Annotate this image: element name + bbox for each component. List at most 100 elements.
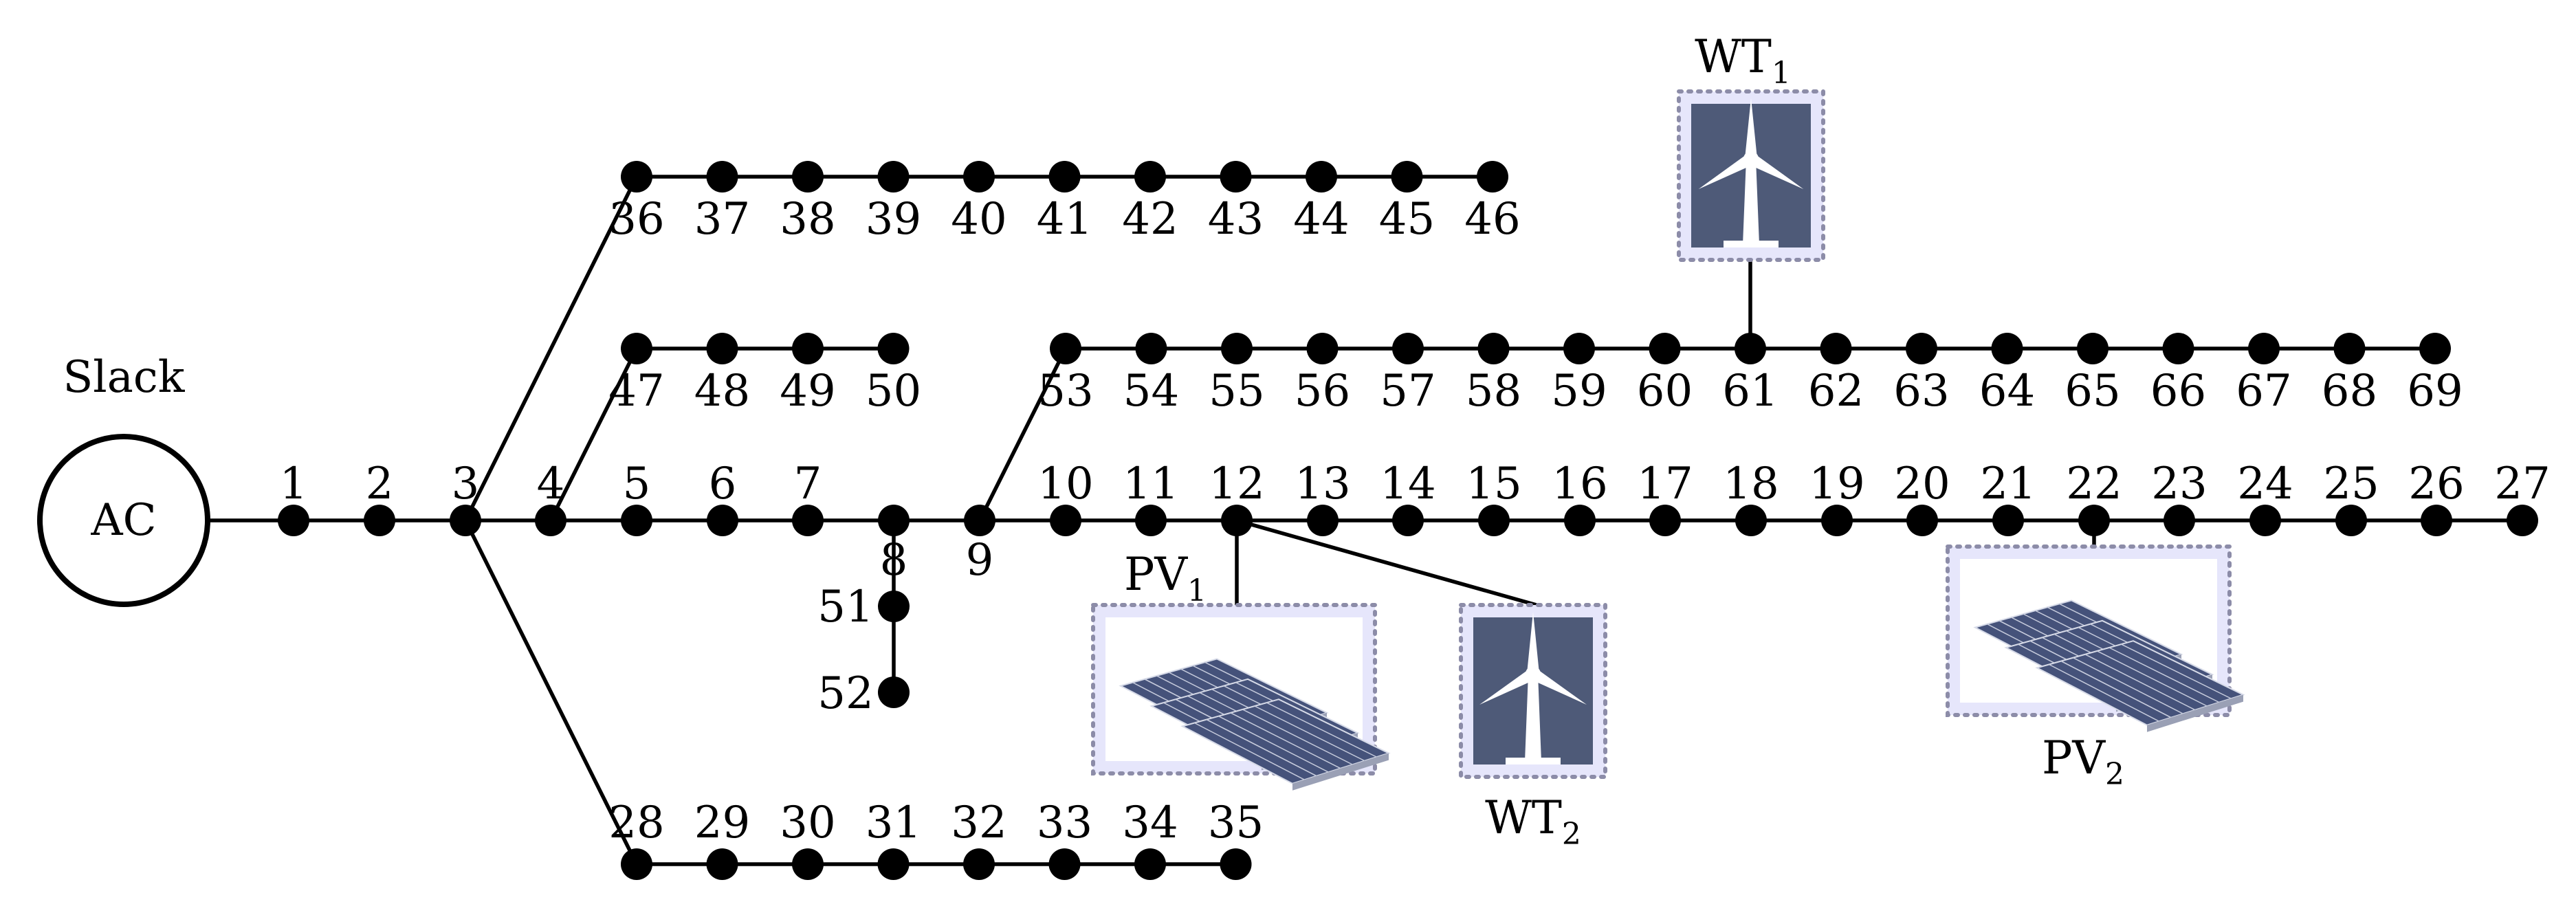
bus-label: 18 <box>1723 459 1779 509</box>
bus-node <box>1991 333 2023 364</box>
bus-node <box>964 505 995 536</box>
bus-node <box>963 161 995 192</box>
bus-node <box>792 333 824 364</box>
lateral-line <box>463 519 639 866</box>
bus-node <box>1134 848 1166 880</box>
bus-node <box>2421 505 2452 536</box>
bus-label: 21 <box>1980 459 2036 509</box>
bus-label: 50 <box>866 366 921 417</box>
bus-label: 63 <box>1893 366 1949 417</box>
pv2-label: PV2 <box>2042 732 2124 792</box>
bus-label: 33 <box>1037 798 1092 848</box>
bus-node <box>1649 505 1681 536</box>
bus-node <box>2248 333 2280 364</box>
bus-node <box>1220 161 1252 192</box>
bus-label: 30 <box>780 798 835 848</box>
bus-label: 31 <box>866 798 921 848</box>
bus-node <box>2249 505 2281 536</box>
generator-connection <box>1236 518 1537 607</box>
bus-node <box>1221 333 1253 364</box>
bus-node <box>2164 505 2195 536</box>
bus-label: 39 <box>866 194 921 245</box>
bus-label: 37 <box>694 194 750 245</box>
bus-node <box>1050 333 1081 364</box>
bus-node <box>1649 333 1681 364</box>
bus-node <box>1135 505 1167 536</box>
bus-label: 28 <box>608 798 664 848</box>
bus-node <box>1220 848 1252 880</box>
lateral-line <box>549 347 639 522</box>
bus-label: 49 <box>780 366 835 417</box>
bus-node <box>707 505 738 536</box>
bus-node <box>792 161 824 192</box>
bus-node <box>878 591 910 622</box>
bus-label: 35 <box>1208 798 1264 848</box>
bus-label: 57 <box>1380 366 1435 417</box>
bus-label: 58 <box>1466 366 1521 417</box>
bus-node <box>1906 333 1937 364</box>
solar-panel-icon <box>1946 544 2245 732</box>
bus-label: 68 <box>2322 366 2377 417</box>
bus-node <box>2078 505 2110 536</box>
bus-node <box>278 505 309 536</box>
bus-label: 3 <box>452 459 480 509</box>
bus-label: 4 <box>537 459 565 509</box>
bus-node <box>1307 505 1339 536</box>
bus-node <box>1306 161 1337 192</box>
bus-label: 54 <box>1123 366 1179 417</box>
bus-label: 59 <box>1551 366 1607 417</box>
bus-label: 32 <box>951 798 1006 848</box>
bus-node <box>364 505 395 536</box>
bus-label: 44 <box>1293 194 1349 245</box>
bus-label: 61 <box>1722 366 1778 417</box>
bus-node <box>2335 505 2367 536</box>
bus-label: 40 <box>951 194 1006 245</box>
pv1-label: PV1 <box>1124 548 1207 608</box>
bus-node <box>877 161 910 192</box>
bus-label: 66 <box>2150 366 2206 417</box>
bus-node <box>2419 333 2451 364</box>
bus-node <box>963 848 995 880</box>
bus-label: 25 <box>2323 459 2379 509</box>
bus-node <box>1221 505 1253 536</box>
ac-source-label: AC <box>90 495 156 546</box>
bus-node <box>878 505 910 536</box>
lateral-line <box>463 175 639 522</box>
bus-node <box>450 505 481 536</box>
bus-label: 42 <box>1122 194 1178 245</box>
bus-node <box>792 848 824 880</box>
bus-node <box>1992 505 2024 536</box>
bus-label: 23 <box>2151 459 2207 509</box>
bus-node <box>877 333 910 364</box>
bus-label: 34 <box>1122 798 1178 848</box>
bus-nodes <box>278 161 2538 880</box>
bus-node <box>1134 161 1166 192</box>
bus-label: 19 <box>1809 459 1864 509</box>
bus-label: 51 <box>817 582 873 632</box>
bus-node <box>706 848 738 880</box>
bus-node <box>2077 333 2109 364</box>
bus-label: 10 <box>1037 459 1093 509</box>
bus-label: 8 <box>880 535 908 586</box>
bus-label: 16 <box>1552 459 1607 509</box>
bus-node <box>1563 333 1595 364</box>
bus-label: 29 <box>694 798 750 848</box>
bus-label: 46 <box>1464 194 1520 245</box>
bus-node <box>535 505 566 536</box>
bus-node <box>2162 333 2194 364</box>
bus-node <box>1906 505 1938 536</box>
bus-label: 43 <box>1208 194 1264 245</box>
bus-label: 26 <box>2408 459 2464 509</box>
bus-label: 14 <box>1380 459 1435 509</box>
bus-label: 9 <box>966 535 994 586</box>
bus-label: 60 <box>1637 366 1693 417</box>
bus-label: 47 <box>608 366 664 417</box>
bus-node <box>1477 161 1508 192</box>
bus-node <box>877 848 910 880</box>
slack-source: AC Slack <box>37 352 210 607</box>
bus-label: 38 <box>780 194 835 245</box>
bus-label: 64 <box>1979 366 2035 417</box>
bus-label: 52 <box>817 668 873 719</box>
bus-label: 48 <box>694 366 750 417</box>
